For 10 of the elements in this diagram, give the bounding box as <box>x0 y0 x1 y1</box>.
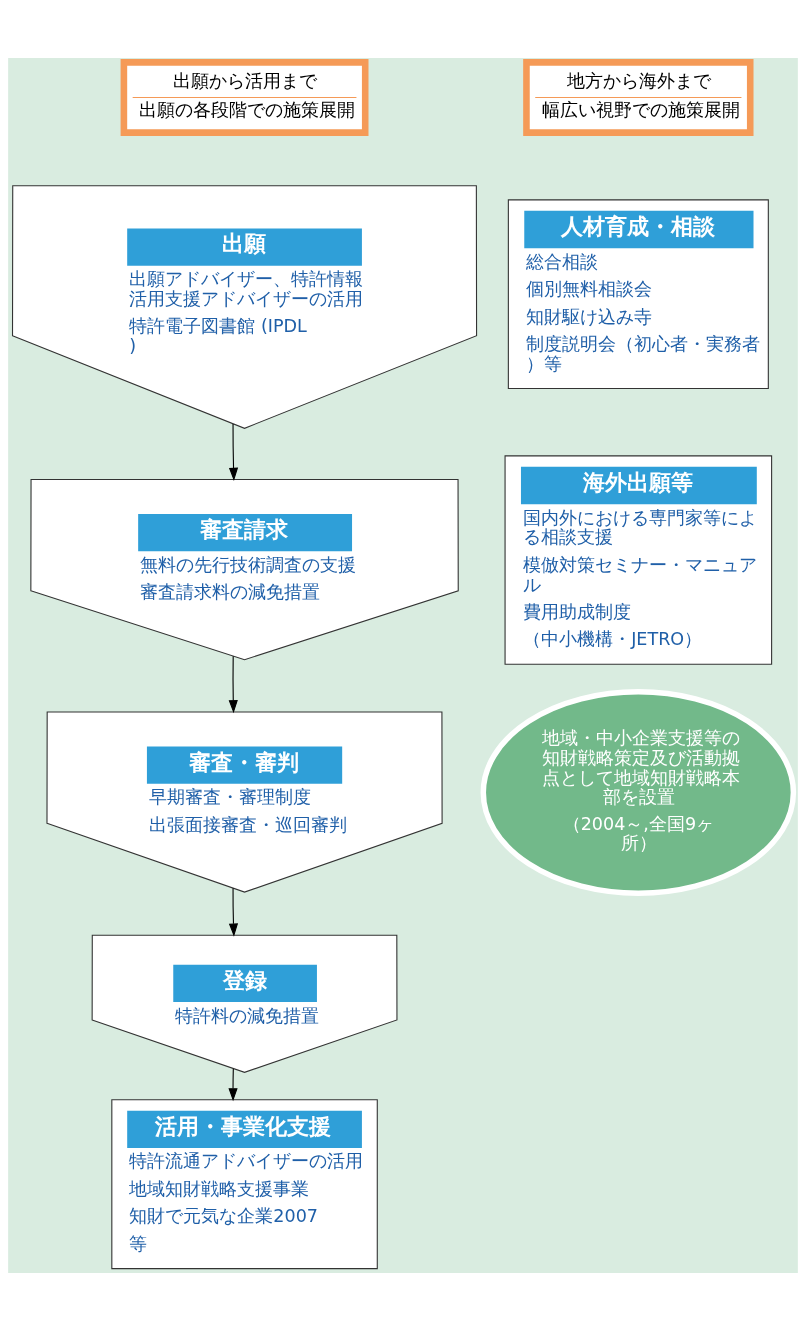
arrow <box>228 655 238 713</box>
node-box: 海外出願等 国内外における専門家等による相談支援 模倣対策セミナー・マニュアル 費用助成制度 （中小機構・JETRO） <box>504 454 773 665</box>
arrow <box>228 423 239 481</box>
node-ellipse: 地域・中小企業支援等の知財戦略策定及び活動拠点として地域知財戦略本部を設置 （2004～,全国9ヶ所） <box>480 688 797 896</box>
arrow <box>228 887 239 937</box>
node-box: 活用・事業化支援 特許流通アドバイザーの活用 地域知財戦略支援事業 知財で元気な企業2007 等 <box>111 1098 378 1269</box>
arrow <box>228 1067 238 1101</box>
node-box: 出願から活用まで 出願の各段階での施策展開 <box>120 58 369 136</box>
node-box: 地方から海外まで 幅広い視野での施策展開 <box>523 58 754 136</box>
node-box: 人材育成・相談 総合相談 個別無料相談会 知財駆け込み寺 制度説明会（初心者・実務者）等 <box>507 198 769 389</box>
